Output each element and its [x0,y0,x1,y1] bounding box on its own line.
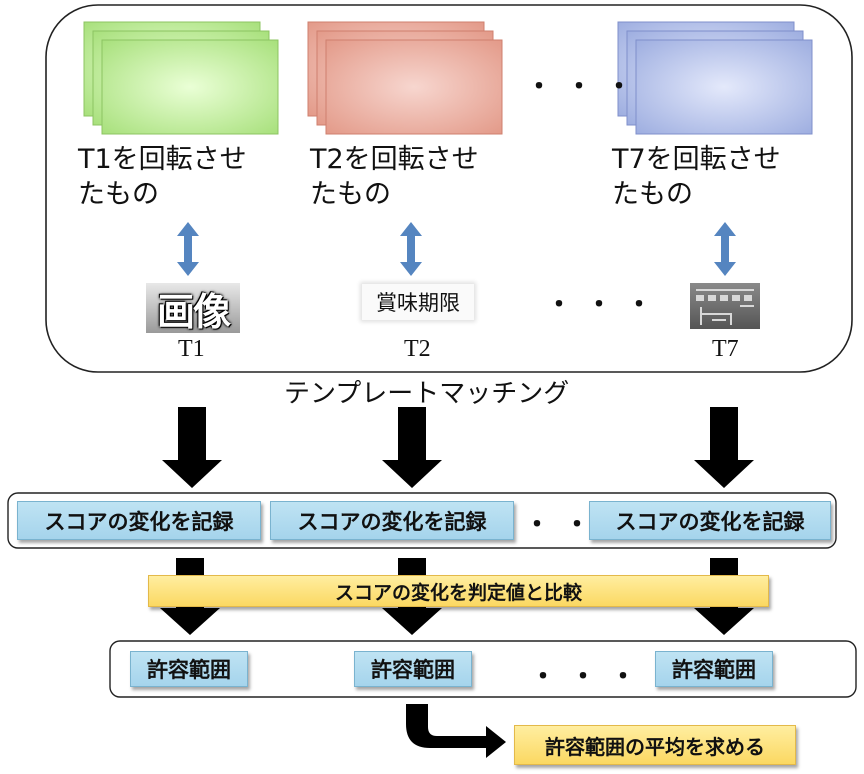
down-arrow-1 [162,407,222,488]
rotated-label-t2-line2: たもの [310,179,391,210]
tolerance-range-box-3: 許容範囲 [655,651,773,687]
record-score-box-3: スコアの変化を記録 [589,501,831,540]
rotated-cards-t2 [307,21,503,135]
tolerance-range-box-2: 許容範囲 [354,651,472,687]
record-score-box-1: スコアの変化を記録 [17,501,261,540]
ellipsis-templates: ・・・ [546,290,667,320]
template-label-t7: T7 [712,336,739,362]
record-score-box-2: スコアの変化を記録 [270,501,514,540]
bent-arrow [406,704,506,758]
template-matching-label: テンプレートマッチング [284,379,570,409]
rotated-cards-t1 [83,21,279,135]
template-image-t7 [690,283,760,329]
double-arrow-t2 [400,222,422,276]
double-arrow-t1 [177,222,199,276]
rotated-cards-t7 [617,21,813,135]
template-image-t2-text: 賞味期限 [376,291,460,315]
down-arrow-3 [694,407,754,488]
rotated-label-t2-line1: T2を回転させ [310,144,479,175]
ellipsis-ranges: ・・・ [530,662,651,692]
template-image-t1-text: 画像 [156,289,231,334]
template-label-t2: T2 [404,336,431,362]
tolerance-range-box-1: 許容範囲 [130,651,248,687]
compare-threshold-box: スコアの変化を判定値と比較 [148,575,769,607]
rotated-label-t7-line2: たもの [612,179,693,210]
template-group-frame [45,4,853,373]
rotated-label-t1-line1: T1を回転させ [78,144,247,175]
down-arrow-2 [382,407,442,488]
ellipsis-cards: ・・・ [526,72,647,102]
rotated-label-t7-line1: T7を回転させ [612,144,781,175]
rotated-label-t1-line2: たもの [78,179,159,210]
template-label-t1: T1 [178,336,205,362]
template-image-t2: 賞味期限 [362,284,474,320]
double-arrow-t7 [714,222,736,276]
average-range-box: 許容範囲の平均を求める [514,725,796,765]
template-image-t1: 画像 [146,283,240,334]
